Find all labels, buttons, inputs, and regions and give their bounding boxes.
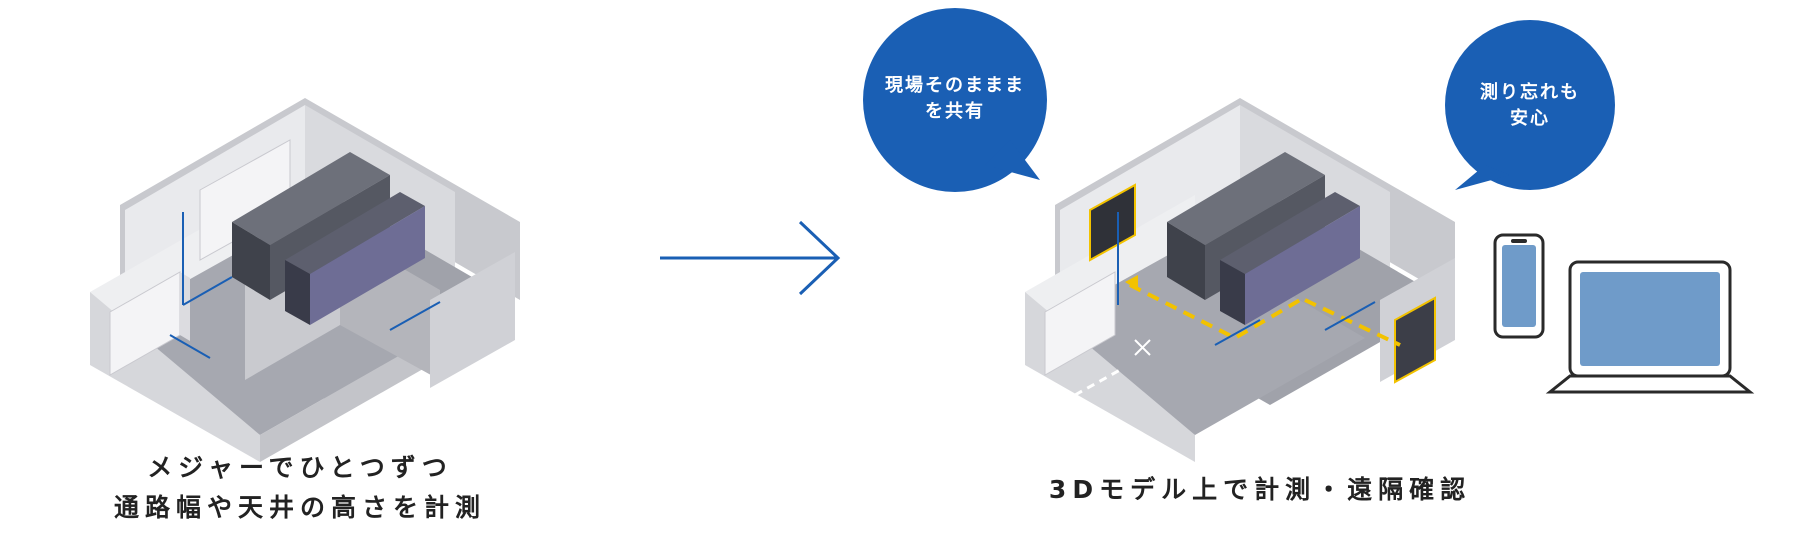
- bubble-share-line1: 現場そのままま: [885, 75, 1025, 96]
- right-caption: 3Dモデル上で計測・遠隔確認: [1000, 470, 1520, 510]
- left-room-illustration: [90, 98, 520, 462]
- right-room-3d-model: [1025, 98, 1455, 462]
- bubble-safe-line2: 安心: [1510, 108, 1550, 129]
- bubble-share-line2: を共有: [925, 101, 985, 122]
- left-caption-line1: メジャーでひとつずつ: [147, 453, 453, 482]
- bubble-safe-text: 測り忘れも 安心: [1460, 80, 1600, 132]
- speech-bubble-share: [863, 8, 1047, 192]
- laptop-icon: [1545, 260, 1755, 394]
- right-caption-text: 3Dモデル上で計測・遠隔確認: [1048, 475, 1472, 504]
- left-caption: メジャーでひとつずつ 通路幅や天井の高さを計測: [60, 448, 540, 528]
- arrow-right-icon: [660, 220, 841, 296]
- left-caption-line2: 通路幅や天井の高さを計測: [113, 493, 486, 522]
- speech-bubble-safe: [1445, 20, 1615, 190]
- bubble-safe-line1: 測り忘れも: [1480, 82, 1580, 103]
- smartphone-icon: [1493, 233, 1545, 339]
- bubble-share-text: 現場そのままま を共有: [875, 73, 1035, 125]
